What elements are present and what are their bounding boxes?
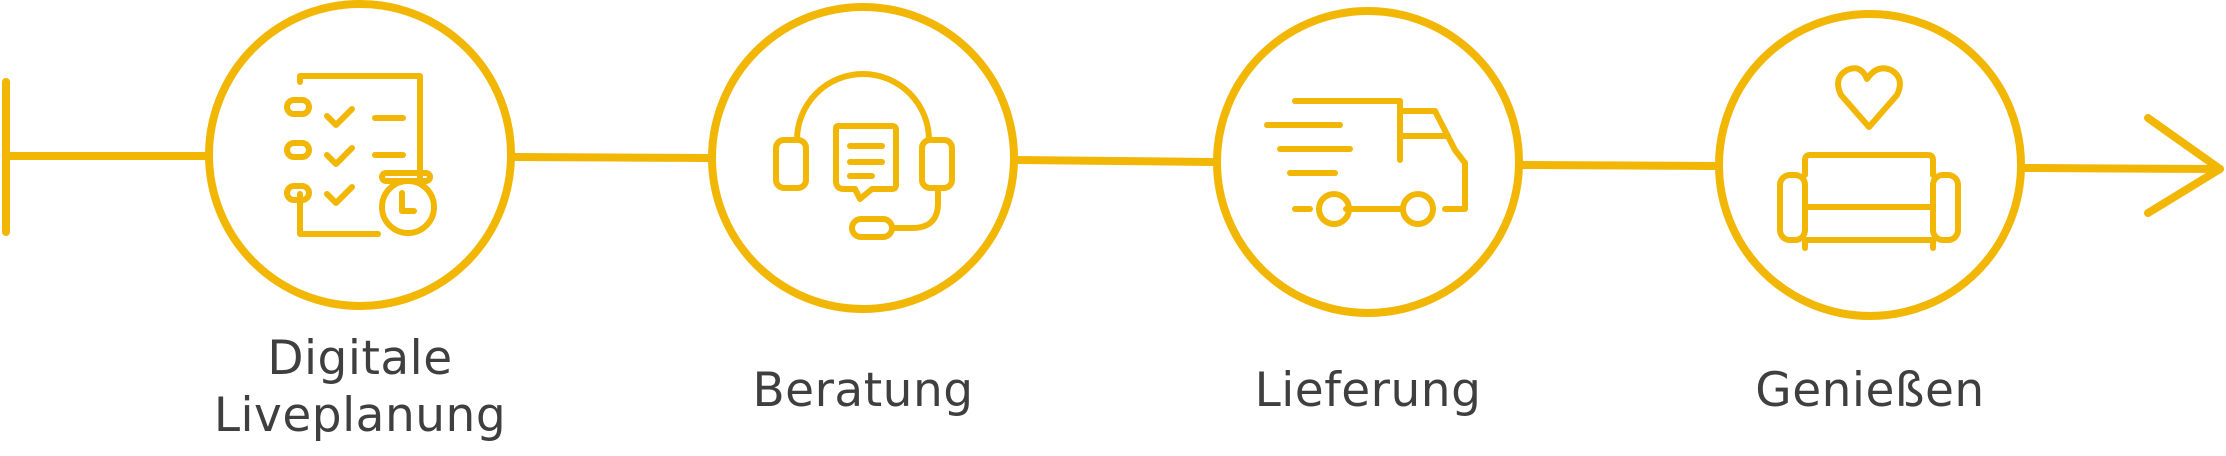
step-label-2-line-1: Beratung	[752, 363, 974, 418]
checklist-icon	[284, 73, 437, 237]
sofa-heart-icon	[1777, 65, 1961, 251]
timeline-segment-2	[509, 153, 714, 162]
step-label-1: Digitale Liveplanung	[150, 330, 570, 444]
timeline	[2, 78, 2224, 236]
timeline-segment-4	[1517, 161, 1720, 170]
step-label-1-line-2: Liveplanung	[213, 388, 507, 443]
step-label-3-line-1: Lieferung	[1254, 363, 1482, 418]
step-label-2: Beratung	[653, 362, 1073, 419]
step-circle-1	[205, 0, 515, 310]
step-circle-4	[1715, 10, 2025, 320]
headset-chat-icon	[773, 71, 955, 240]
step-label-4-line-1: Genießen	[1755, 363, 1985, 418]
timeline-segment-5	[2018, 164, 2224, 173]
step-circles	[205, 0, 2025, 320]
timeline-segment-3	[1012, 156, 1217, 166]
delivery-truck-icon	[1264, 98, 1468, 227]
step-circle-2	[708, 3, 1018, 313]
step-label-3: Lieferung	[1158, 362, 1578, 419]
step-label-1-line-1: Digitale	[267, 331, 453, 386]
arrow-head-icon	[2144, 114, 2224, 217]
step-circle-3	[1213, 7, 1523, 317]
step-label-4: Genießen	[1660, 362, 2080, 419]
